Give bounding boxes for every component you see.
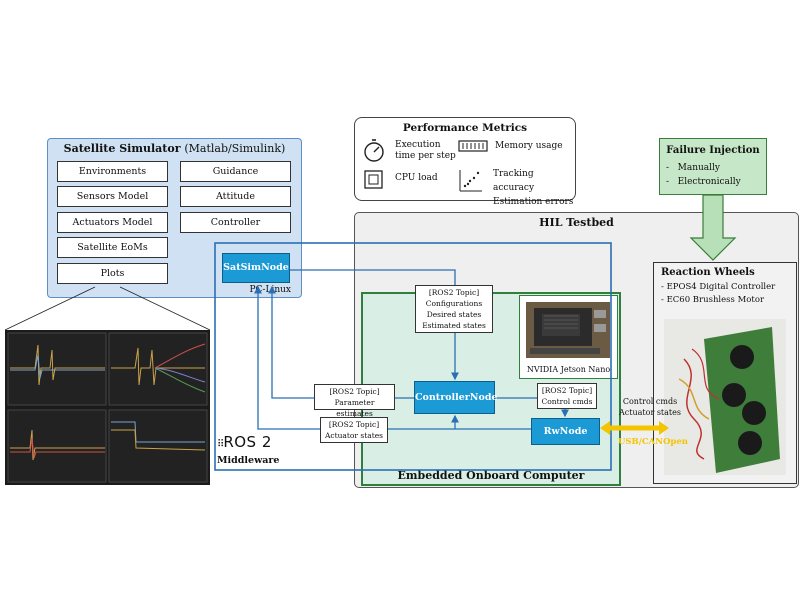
- reaction-list: - EPOS4 Digital Controller - EC60 Brushl…: [661, 281, 775, 307]
- reaction-wheels-photo: [664, 319, 786, 475]
- satellite-simulator-panel: Satellite Simulator (Matlab/Simulink) En…: [47, 138, 302, 298]
- jetson-nano-photo: NVIDIA Jetson Nano: [519, 295, 618, 379]
- actuator-topic-header: [ROS2 Topic]: [328, 420, 380, 429]
- sim-item-plots: Plots: [57, 263, 168, 284]
- failure-injection-arrow: [689, 194, 737, 261]
- actuator-topic: [ROS2 Topic] Actuator states: [320, 417, 388, 443]
- jetson-label: NVIDIA Jetson Nano: [526, 365, 611, 374]
- stopwatch-icon: [364, 139, 384, 162]
- sim-item-sensors-model: Sensors Model: [57, 186, 168, 207]
- jetson-board-graphic: [526, 302, 610, 358]
- satsim-node: SatSimNode: [222, 253, 290, 283]
- config-topic-line3: Estimated states: [422, 321, 486, 330]
- middleware-frame: [214, 242, 612, 471]
- simulator-title: Satellite Simulator (Matlab/Simulink): [48, 142, 301, 155]
- usb-control-cmds: Control cmds: [622, 397, 678, 406]
- control-topic-line1: Control cmds: [541, 397, 593, 406]
- accuracy-metric: Tracking accuracy Estimation errors: [493, 167, 575, 209]
- estimation-errors: Estimation errors: [493, 197, 574, 207]
- config-topic: [ROS2 Topic] Configurations Desired stat…: [415, 285, 493, 333]
- exec-time-line1: Execution: [395, 140, 441, 150]
- reaction-wheels-graphic: [678, 327, 780, 473]
- param-to-satsim-arrow: [268, 285, 314, 399]
- config-topic-line1: Configurations: [425, 299, 483, 308]
- exec-time-line2: time per step: [395, 151, 456, 161]
- failure-injection-panel: Failure Injection - Manually - Electroni…: [659, 138, 767, 195]
- usb-arrow-left: [600, 421, 610, 435]
- exec-time-metric: Execution time per step: [395, 140, 456, 162]
- sim-item-guidance: Guidance: [180, 161, 291, 182]
- control-topic-header: [ROS2 Topic]: [541, 386, 593, 395]
- sim-item-environments: Environments: [57, 161, 168, 182]
- reaction-title: Reaction Wheels: [661, 267, 755, 278]
- sim-item-controller: Controller: [180, 212, 291, 233]
- rw-node: RwNode: [531, 418, 600, 445]
- control-topic: [ROS2 Topic] Control cmds: [537, 383, 597, 409]
- memory-icon: [458, 140, 488, 152]
- simulator-title-suffix: (Matlab/Simulink): [184, 142, 286, 155]
- memory-metric: Memory usage: [495, 141, 563, 151]
- failure-item-manually-text: Manually: [677, 163, 721, 173]
- zoom-line-left: [4, 286, 96, 331]
- reaction-item-ec60: - EC60 Brushless Motor: [661, 295, 765, 305]
- config-topic-line2: Desired states: [426, 310, 482, 319]
- reaction-item-ec60-text: EC60 Brushless Motor: [666, 295, 765, 305]
- reaction-item-epos4: - EPOS4 Digital Controller: [661, 282, 776, 292]
- hil-title: HIL Testbed: [539, 216, 614, 229]
- sim-item-actuators-model: Actuators Model: [57, 212, 168, 233]
- failure-title: Failure Injection: [666, 145, 760, 156]
- failure-item-electronically-text: Electronically: [677, 177, 741, 187]
- param-topic-header: [ROS2 Topic]: [329, 387, 380, 396]
- cpu-icon: [364, 170, 383, 189]
- ros-dots-icon: ⠿: [217, 439, 224, 450]
- actuator-topic-line1: Actuator states: [324, 431, 384, 440]
- satsim-to-config-line: [290, 269, 456, 285]
- controller-node: ControllerNode: [414, 381, 498, 414]
- reaction-wheels-panel: Reaction Wheels - EPOS4 Digital Controll…: [653, 262, 797, 484]
- middleware-label: Middleware: [217, 455, 280, 466]
- ros2-logo: ⠿ROS 2: [217, 433, 272, 451]
- tracking-accuracy: Tracking accuracy: [493, 169, 535, 193]
- failure-item-manually: - Manually: [666, 163, 721, 173]
- plots-screenshot-graphic: [7, 332, 208, 483]
- plots-screenshot: [5, 330, 210, 485]
- performance-metrics-panel: Performance Metrics Execution time per s…: [354, 117, 576, 207]
- usb-actuator-states: Actuator states: [619, 408, 681, 417]
- cpu-metric: CPU load: [395, 173, 438, 183]
- embedded-title: Embedded Onboard Computer: [397, 469, 585, 482]
- simulator-title-text: Satellite Simulator: [63, 142, 181, 155]
- scatter-icon: [459, 170, 482, 192]
- failure-item-electronically: - Electronically: [666, 177, 741, 187]
- ros2-logo-text: ROS 2: [223, 433, 272, 451]
- failure-list: - Manually - Electronically: [666, 161, 741, 189]
- config-topic-header: [ROS2 Topic]: [428, 288, 480, 297]
- usb-arrow-right: [659, 421, 669, 435]
- performance-title: Performance Metrics: [402, 122, 528, 134]
- zoom-line-right: [119, 286, 211, 331]
- sim-item-satellite-eoms: Satellite EoMs: [57, 237, 168, 258]
- param-topic: [ROS2 Topic] Parameter estimates: [314, 384, 395, 418]
- actuator-to-satsim-arrow: [254, 285, 320, 430]
- usb-signal-labels: Control cmds Actuator states: [618, 396, 682, 418]
- performance-icons: [364, 139, 488, 192]
- param-topic-line1: Parameter estimates: [334, 398, 375, 418]
- usb-canopen-label: USB/CANOpen: [618, 437, 688, 447]
- reaction-item-epos4-text: EPOS4 Digital Controller: [666, 282, 776, 292]
